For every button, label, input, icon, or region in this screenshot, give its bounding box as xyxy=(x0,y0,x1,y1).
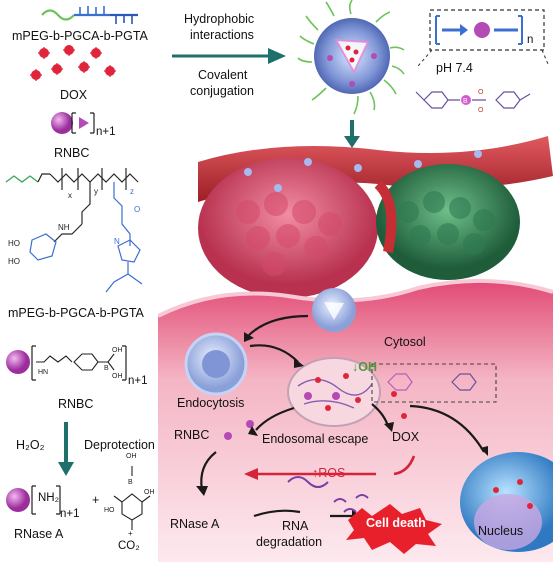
h2o2-label: H₂O₂ xyxy=(16,438,45,452)
hydrophobic-label: Hydrophobic xyxy=(184,12,255,26)
rnbc-subscript-top: n+1 xyxy=(96,126,116,138)
rnase-product-icon xyxy=(6,485,61,515)
struct-x: x xyxy=(68,191,72,200)
rnbc-sphere-icon xyxy=(51,112,95,134)
struct-o: O xyxy=(134,205,140,214)
dox-label: DOX xyxy=(60,88,88,102)
struct-y: y xyxy=(94,187,98,196)
to-vessel-arrow xyxy=(344,120,360,148)
co2-label: CO₂ xyxy=(118,540,140,552)
struct-oh1: OH xyxy=(112,347,123,354)
dox-molecule-icon xyxy=(30,45,116,81)
rna-label: RNA xyxy=(282,519,309,533)
struct-oh3: OH xyxy=(126,453,137,460)
polymer-chain-icon xyxy=(41,6,138,24)
micelle-icon xyxy=(297,0,405,115)
degradation-label: degradation xyxy=(256,535,323,549)
rnase-a-cell-label: RNase A xyxy=(170,517,220,531)
struct-z: z xyxy=(130,187,134,196)
endocytosis-label: Endocytosis xyxy=(177,396,245,410)
ros-label: ↑ROS xyxy=(312,466,346,480)
nh2-label: NH₂ xyxy=(38,492,60,504)
struct-ho2: HO xyxy=(8,257,20,266)
rnbc-label-mid: RNBC xyxy=(58,397,94,411)
assembly-arrow xyxy=(172,48,286,64)
struct-b2: B xyxy=(128,479,133,486)
rnase-a-label: RNase A xyxy=(14,527,64,541)
plus-sign: + xyxy=(92,493,100,507)
inset-b: B xyxy=(463,98,468,105)
conjugation-label: conjugation xyxy=(190,84,254,98)
cell-death-burst-icon xyxy=(346,504,442,554)
struct-b: B xyxy=(104,365,109,372)
inset-o2: O xyxy=(478,107,484,114)
deprotection-arrow xyxy=(58,422,74,476)
cell-death-label: Cell death xyxy=(366,516,426,530)
struct-oh2: OH xyxy=(112,373,123,380)
byproduct-plus: + xyxy=(128,529,133,538)
covalent-label: Covalent xyxy=(198,68,248,82)
deprotection-label: Deprotection xyxy=(84,438,155,452)
rnase-subscript: n+1 xyxy=(60,508,80,520)
inset-n: n xyxy=(527,34,534,46)
boronate-inset: B O O xyxy=(415,9,549,114)
oh-label: ↓OH xyxy=(352,360,377,374)
struct-ho1: HO xyxy=(8,239,20,248)
cell-panel xyxy=(158,278,553,562)
rnbc-cell-label: RNBC xyxy=(174,428,210,442)
polymer-title: mPEG-b-PGCA-b-PGTA xyxy=(12,29,148,43)
blood-vessel-icon xyxy=(198,136,553,307)
cytosol-label: Cytosol xyxy=(384,335,426,349)
struct-hn: HN xyxy=(38,369,48,376)
dox-cell-label: DOX xyxy=(392,430,420,444)
struct-n: N xyxy=(114,237,120,246)
endosomal-escape-label: Endosomal escape xyxy=(262,432,369,446)
rnbc-subscript-mid: n+1 xyxy=(128,375,148,387)
struct-oh4: OH xyxy=(144,489,155,496)
nucleus-label: Nucleus xyxy=(478,524,524,538)
byproduct-structure: OH B HO OH + xyxy=(104,453,155,538)
ph-label: pH 7.4 xyxy=(436,61,473,75)
polymer-title-2: mPEG-b-PGCA-b-PGTA xyxy=(8,306,144,320)
struct-nh: NH xyxy=(58,223,70,232)
struct-ho3: HO xyxy=(104,507,115,514)
interactions-label: interactions xyxy=(190,28,254,42)
rnbc-label-top: RNBC xyxy=(54,146,90,160)
inset-o1: O xyxy=(478,89,484,96)
rnbc-structure: HN B OH OH xyxy=(6,345,127,381)
polymer-structure: x y z HO HO N NH O xyxy=(5,168,143,293)
